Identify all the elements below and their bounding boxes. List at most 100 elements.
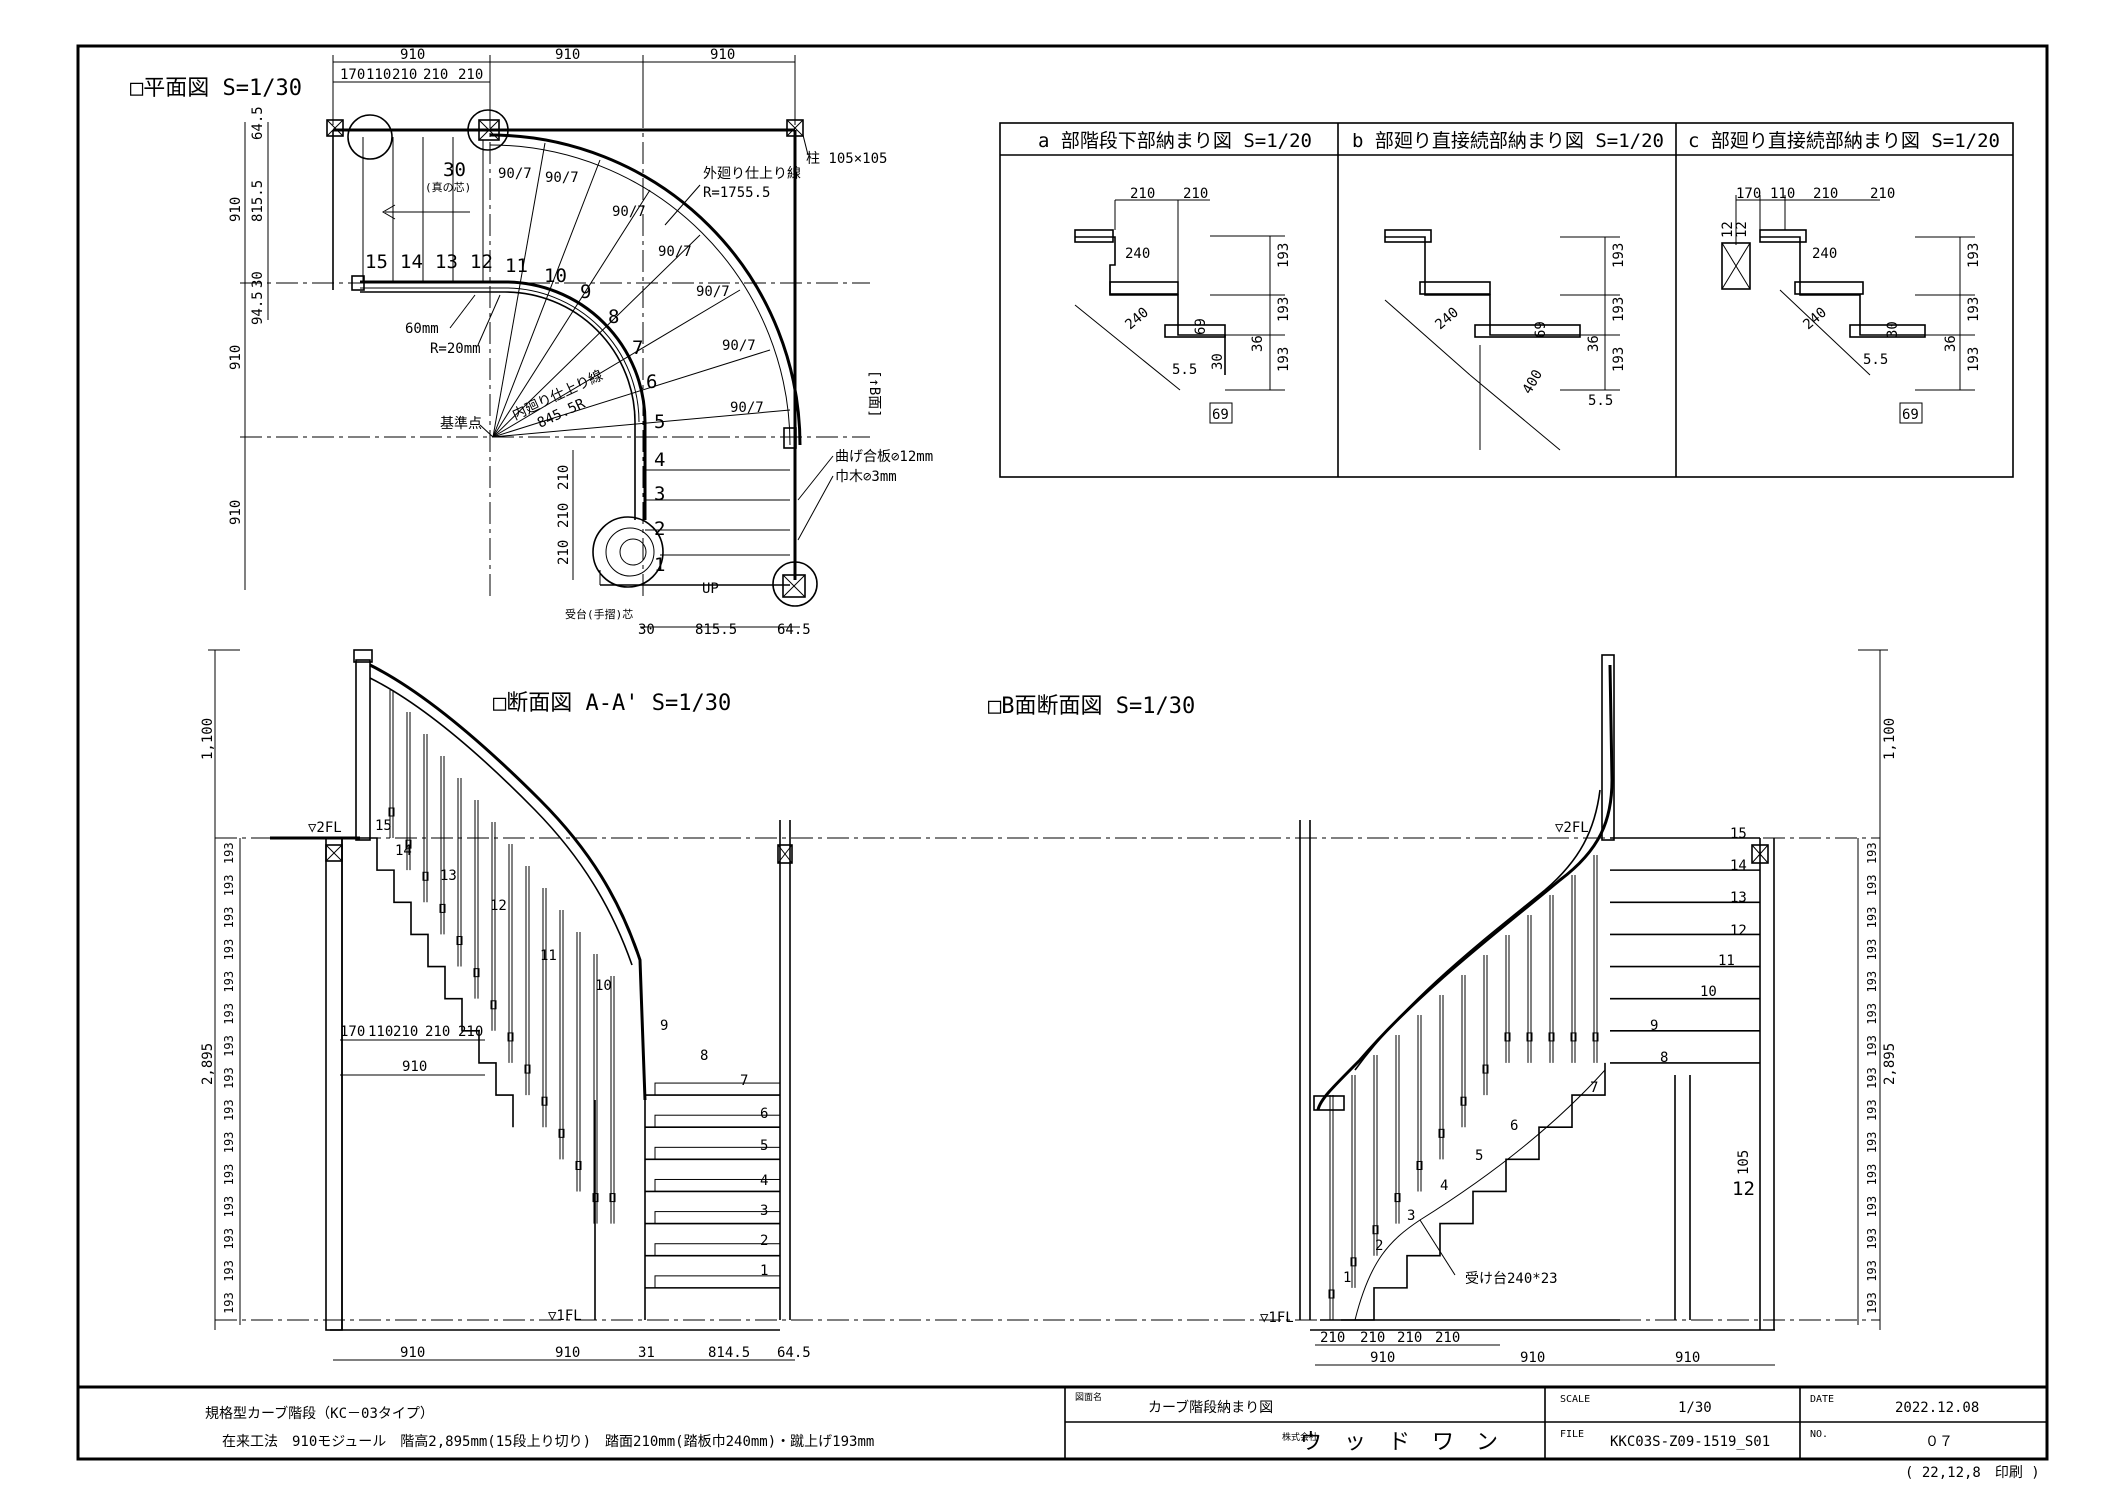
detail-a-dim-4: 240: [1122, 305, 1152, 334]
section-b-bottom-4: 210: [1435, 1330, 1460, 1346]
no-label: NO.: [1810, 1429, 1828, 1440]
section-b-bottom-3: 210: [1397, 1330, 1422, 1346]
section-a-baluster-knob: [609, 1193, 616, 1203]
riser-label: 193: [1865, 939, 1879, 961]
plan-dim-left-3: 910: [228, 197, 244, 222]
company-label: 株式会社: [1282, 1431, 1318, 1443]
file-value: KKC03S-Z09-1519_S01: [1610, 1434, 1770, 1450]
plan-angle-7: 90/7: [730, 400, 764, 416]
detail-a-dim-10: 193: [1276, 297, 1292, 322]
detail-c-dim-8: 240: [1800, 305, 1830, 334]
section-b-bottom-7: 910: [1675, 1350, 1700, 1366]
section-a-step-number: 6: [760, 1106, 768, 1122]
detail-c-dim-14: 193: [1966, 347, 1982, 372]
riser-label: 193: [1865, 1228, 1879, 1250]
plan-step-8: 8: [608, 306, 619, 328]
riser-label: 193: [1865, 1196, 1879, 1218]
section-b-fl2: ▽2FL: [1555, 820, 1589, 836]
detail-a-title: a 部階段下部納まり図 S=1/20: [1038, 130, 1312, 152]
plan-step-3: 3: [654, 483, 665, 505]
plan-outer-r-label: R=1755.5: [703, 185, 770, 201]
section-b-baluster-knob: [1526, 1032, 1533, 1042]
detail-c-dim-9: 30: [1885, 321, 1901, 338]
section-a-tread-board: [654, 1243, 781, 1257]
section-b-step-number: 4: [1440, 1178, 1448, 1194]
detail-a-drawing: 210 210 240 240 69 30 5.5 69 193 193 193…: [1074, 186, 1292, 424]
date-label: DATE: [1810, 1394, 1834, 1405]
plan-step-7: 7: [632, 337, 643, 359]
riser-label: 193: [222, 1035, 236, 1057]
riser-label: 193: [222, 907, 236, 929]
plan-plywood-label: 曲げ合板⊘12mm: [835, 449, 933, 465]
plan-dim-left-5: 94.5: [250, 291, 266, 325]
section-b-baluster-knob: [1570, 1032, 1577, 1042]
section-a-baluster-knob: [473, 968, 480, 978]
detail-b-dim-7: 193: [1611, 347, 1627, 372]
plan-stair-dim-3: 210: [556, 540, 572, 565]
riser-label: 193: [222, 1260, 236, 1282]
section-b-step-number: 5: [1475, 1148, 1483, 1164]
section-b-step-profile: [1341, 1062, 1606, 1321]
detail-c-drawing: 170 110 210 210 12 12 240 240 30 5.5 69 …: [1720, 186, 1982, 424]
section-a-step-number: 14: [395, 843, 412, 859]
plan-step-2: 2: [654, 518, 665, 540]
section-b-baluster-knob: [1548, 1032, 1555, 1042]
detail-b-dim-2: 69: [1533, 321, 1549, 338]
plan-angle-1: 90/7: [498, 166, 532, 182]
plan-dim-left-1: 64.5: [250, 106, 266, 140]
section-b-step-number: 1: [1343, 1270, 1351, 1286]
plan-step-1: 1: [654, 554, 665, 576]
riser-label: 193: [1865, 907, 1879, 929]
section-a-baluster-knob: [490, 1000, 497, 1010]
section-b-step-number: 7: [1590, 1080, 1598, 1096]
section-b-title: □B面断面図 S=1/30: [988, 694, 1195, 719]
section-b-baluster-knob: [1372, 1225, 1379, 1235]
riser-label: 193: [222, 1196, 236, 1218]
plan-dim-left-4: 30: [250, 271, 266, 288]
riser-label: 193: [1865, 1164, 1879, 1186]
section-a-baluster-knob: [405, 839, 412, 849]
section-a-tread-board: [654, 1211, 781, 1225]
detail-b-dim-4: 5.5: [1588, 393, 1613, 409]
detail-a-dim-3: 240: [1125, 246, 1150, 262]
section-b-view: □B面断面図 S=1/30 ▽2FL ▽1FL 1,100 2,895 1931…: [988, 649, 1898, 1366]
plan-step-9: 9: [580, 281, 591, 303]
section-a-fl2: ▽2FL: [308, 820, 342, 836]
scale-value: 1/30: [1678, 1400, 1712, 1416]
plan-step-14: 14: [400, 251, 423, 273]
riser-label: 193: [1865, 1067, 1879, 1089]
section-a-riser-labels: 1931931931931931931931931931931931931931…: [222, 842, 236, 1314]
plan-dim-sub-4: 210: [423, 67, 448, 83]
riser-label: 193: [222, 875, 236, 897]
section-b-step-number: 14: [1730, 858, 1747, 874]
section-a-bottom-3: 31: [638, 1345, 655, 1361]
plan-step-4: 4: [654, 449, 665, 471]
detail-a-dim-9: 193: [1276, 243, 1292, 268]
no-value: ０７: [1925, 1434, 1953, 1450]
section-a-step-number: 4: [760, 1173, 768, 1189]
section-a-step-number: 1: [760, 1263, 768, 1279]
plan-angle-4: 90/7: [658, 244, 692, 260]
section-b-bottom-5: 910: [1370, 1350, 1395, 1366]
product-spec: 在来工法 910モジュール 階高2,895mm(15段上り切り) 踏面210mm…: [222, 1433, 874, 1450]
plan-skirting-label: 巾木⊘3mm: [835, 469, 897, 485]
plan-angle-3: 90/7: [612, 204, 646, 220]
plan-step-15: 15: [365, 251, 388, 273]
plan-dim-top-2: 910: [555, 47, 580, 63]
riser-label: 193: [222, 1099, 236, 1121]
riser-label: 193: [222, 939, 236, 961]
riser-label: 193: [1865, 1292, 1879, 1314]
detail-c-dim-12: 193: [1966, 243, 1982, 268]
riser-label: 193: [1865, 1099, 1879, 1121]
file-label: FILE: [1560, 1429, 1584, 1440]
plan-dim-bottom-1: 30: [638, 622, 655, 638]
section-a-baluster-knob: [439, 903, 446, 913]
detail-c-dim-7: 240: [1812, 246, 1837, 262]
plan-title: □平面図 S=1/30: [130, 76, 302, 101]
section-b-htotal: 2,895: [1882, 1043, 1898, 1085]
section-b-baluster-knob: [1592, 1032, 1599, 1042]
section-a-inner-2: 110: [368, 1024, 393, 1040]
section-b-step-number: 12: [1730, 923, 1747, 939]
product-name: 規格型カーブ階段（KC－03タイプ）: [205, 1405, 434, 1422]
plan-dim-sub-3: 210: [392, 67, 417, 83]
